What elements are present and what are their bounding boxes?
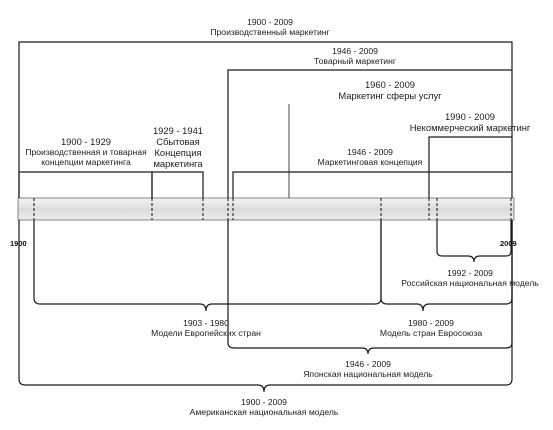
label-american-model: 1900 - 2009 Американская национальная мо… xyxy=(174,397,354,417)
european-years: 1903 - 1980 xyxy=(183,318,229,328)
bracket-sales-concept xyxy=(151,171,204,198)
eu-years: 1980 - 2009 xyxy=(408,318,454,328)
label-product-marketing: 1946 - 2009 Товарный маркетинг xyxy=(295,46,415,66)
services-name: Маркетинг сферы услуг xyxy=(338,90,442,101)
label-services-marketing: 1960 - 2009 Маркетинг сферы услуг xyxy=(320,79,460,101)
timeline-start-label: 1900 xyxy=(10,239,27,248)
sales-line2: Концепция xyxy=(154,147,202,158)
marketing-concept-years: 1946 - 2009 xyxy=(347,147,393,157)
early-years: 1900 - 1929 xyxy=(60,136,112,147)
russian-name: Российская национальная модель xyxy=(401,278,539,288)
bracket-marketing-concept xyxy=(232,171,512,198)
label-japanese-model: 1946 - 2009 Японская национальная модель xyxy=(298,359,438,379)
label-noncommercial-marketing: 1990 - 2009 Некоммерческий маркетинг xyxy=(405,111,535,133)
european-name: Модели Европейских стран xyxy=(151,328,261,338)
japanese-name: Японская национальная модель xyxy=(303,369,433,379)
brace-eu-model xyxy=(380,220,513,312)
timeline-bar xyxy=(17,197,515,221)
sales-years: 1929 - 1941 xyxy=(152,125,204,136)
label-production-marketing: 1900 - 2009 Производственный маркетинг xyxy=(170,17,370,37)
timeline-end-label: 2009 xyxy=(500,239,517,248)
early-line2: концепции маркетинга xyxy=(41,157,131,167)
japanese-years: 1946 - 2009 xyxy=(345,359,391,369)
label-eu-model: 1980 - 2009 Модель стран Евросоюза xyxy=(366,318,496,338)
product-name: Товарный маркетинг xyxy=(314,56,396,66)
label-early-concepts: 1900 - 1929 Производственная и товарная … xyxy=(22,136,150,167)
bracket-early-concepts xyxy=(18,171,153,198)
timeline-period-markers xyxy=(33,198,512,220)
american-years: 1900 - 2009 xyxy=(241,397,287,407)
bracket-production-marketing xyxy=(18,41,513,198)
sales-line1: Сбытовая xyxy=(156,136,200,147)
services-years: 1960 - 2009 xyxy=(364,79,416,90)
bracket-product-marketing xyxy=(227,69,512,198)
brace-european-models xyxy=(33,220,382,312)
product-years: 1946 - 2009 xyxy=(332,46,378,56)
label-russian-model: 1992 - 2009 Российская национальная моде… xyxy=(395,268,545,288)
sales-line3: маркетинга xyxy=(153,158,203,169)
label-sales-concept: 1929 - 1941 Сбытовая Концепция маркетинг… xyxy=(150,125,206,169)
russian-years: 1992 - 2009 xyxy=(447,268,493,278)
marketing-concept-name: Маркетинговая концепция xyxy=(317,157,423,167)
eu-name: Модель стран Евросоюза xyxy=(379,328,483,338)
brace-japanese-model xyxy=(227,220,513,355)
american-name: Американская национальная модель xyxy=(189,407,339,417)
noncommercial-years: 1990 - 2009 xyxy=(444,111,496,122)
early-line1: Производственная и товарная xyxy=(25,147,147,157)
label-european-models: 1903 - 1980 Модели Европейских стран xyxy=(136,318,276,338)
bracket-noncommercial-marketing xyxy=(428,136,512,198)
production-name: Производственный маркетинг xyxy=(210,27,330,37)
production-years: 1900 - 2009 xyxy=(247,17,293,27)
brace-russian-model xyxy=(436,220,512,263)
label-marketing-concept: 1946 - 2009 Маркетинговая концепция xyxy=(300,147,440,167)
noncommercial-name: Некоммерческий маркетинг xyxy=(409,122,531,133)
brace-american-model xyxy=(18,220,513,393)
